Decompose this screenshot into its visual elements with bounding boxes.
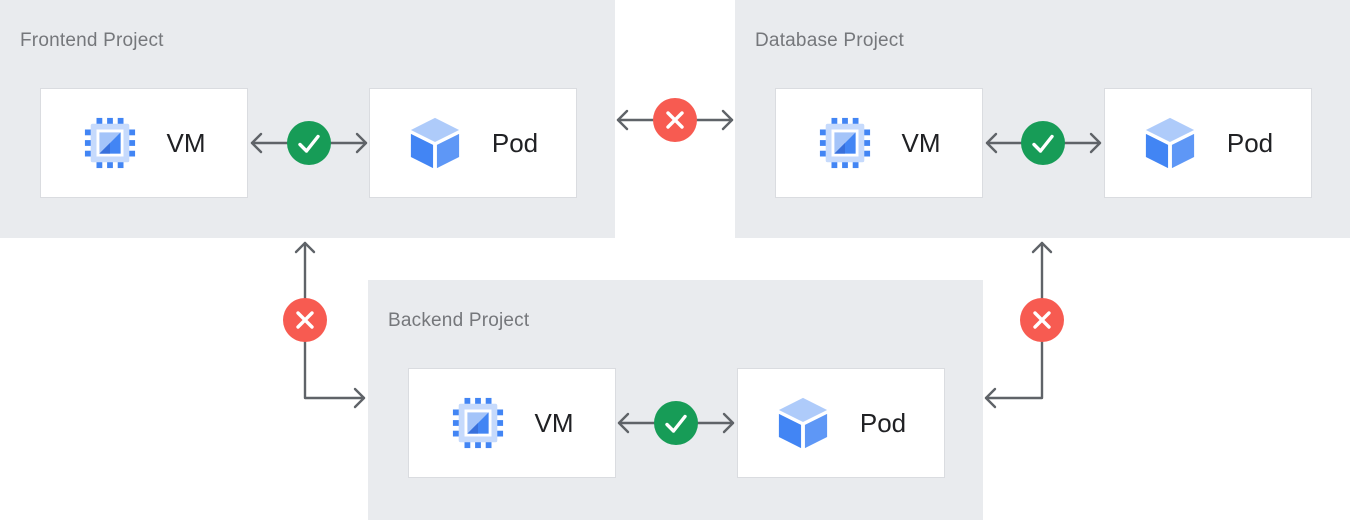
vm-card: VM (775, 88, 983, 198)
compute-vm-icon (818, 116, 872, 170)
blocked-x-icon (653, 98, 697, 142)
vm-label: VM (901, 127, 941, 158)
compute-vm-icon (451, 396, 505, 450)
pod-card: Pod (1104, 88, 1312, 198)
pod-card: Pod (369, 88, 577, 198)
allowed-check-icon (287, 121, 331, 165)
vm-label: VM (534, 407, 574, 438)
project-panel-database: Database Project VM (735, 0, 1350, 238)
blocked-x-icon (283, 298, 327, 342)
allowed-check-icon (1021, 121, 1065, 165)
pod-cube-icon (408, 115, 462, 171)
allowed-check-icon (654, 401, 698, 445)
compute-vm-icon (83, 116, 137, 170)
vm-label: VM (166, 127, 206, 158)
pod-label: Pod (859, 407, 907, 438)
pod-cube-icon (1143, 115, 1197, 171)
vm-card: VM (408, 368, 616, 478)
vm-card: VM (40, 88, 248, 198)
project-panel-backend: Backend Project VM (368, 280, 983, 520)
pod-label: Pod (491, 127, 539, 158)
project-title: Backend Project (388, 310, 530, 331)
project-title: Database Project (755, 30, 904, 51)
project-panel-frontend: Frontend Project VM (0, 0, 615, 238)
pod-card: Pod (737, 368, 945, 478)
pod-cube-icon (776, 395, 830, 451)
project-title: Frontend Project (20, 30, 164, 51)
pod-label: Pod (1226, 127, 1274, 158)
blocked-x-icon (1020, 298, 1064, 342)
